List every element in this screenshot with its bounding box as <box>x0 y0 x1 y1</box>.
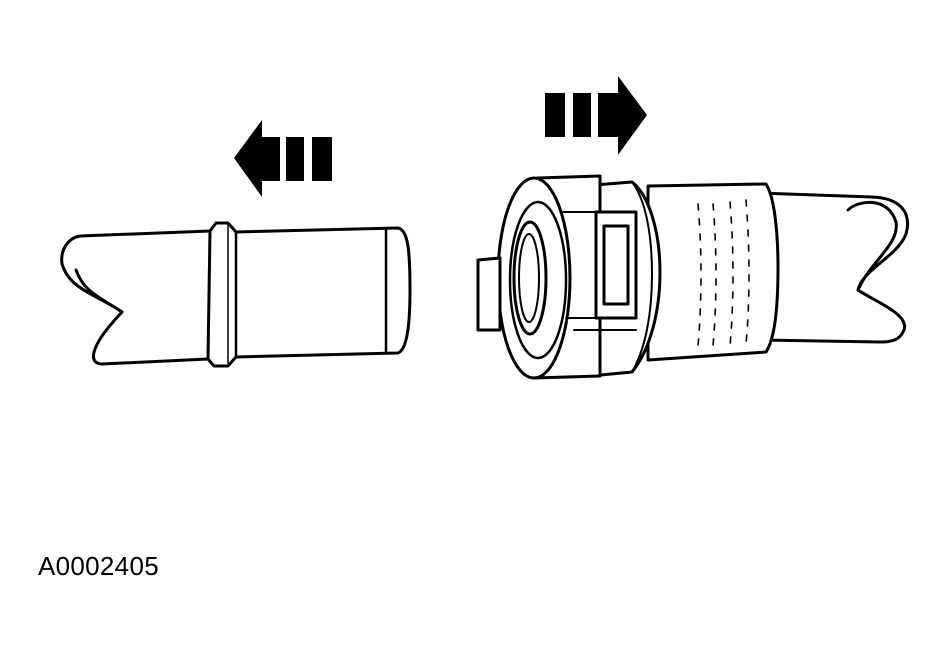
retainer-window-inner <box>602 224 630 306</box>
connector-sleeve <box>646 182 780 362</box>
connector-bore-inner <box>518 233 540 323</box>
left-tube <box>60 221 412 368</box>
connector-collar-edge <box>631 181 653 373</box>
figure-id-label: A0002405 <box>38 551 159 581</box>
right-tube-break <box>846 200 898 292</box>
left-direction-arrow-icon <box>234 120 332 197</box>
right-arrow-dash-2 <box>573 93 591 137</box>
left-tube-break <box>74 268 124 314</box>
right-tube-body <box>758 191 909 344</box>
right-arrow-head <box>618 76 647 155</box>
left-arrow-head <box>234 120 262 197</box>
left-arrow-dash-2 <box>312 137 332 181</box>
release-tab <box>476 256 502 332</box>
sleeve-texture <box>697 199 750 347</box>
left-arrow-dash-1 <box>286 137 304 181</box>
right-arrow-head-stem <box>598 93 620 137</box>
right-arrow-dash-1 <box>545 93 565 137</box>
right-direction-arrow-icon <box>545 76 647 155</box>
right-tube <box>476 174 909 380</box>
left-tube-bead-line-1 <box>206 229 212 361</box>
left-arrow-head-stem <box>260 137 280 181</box>
